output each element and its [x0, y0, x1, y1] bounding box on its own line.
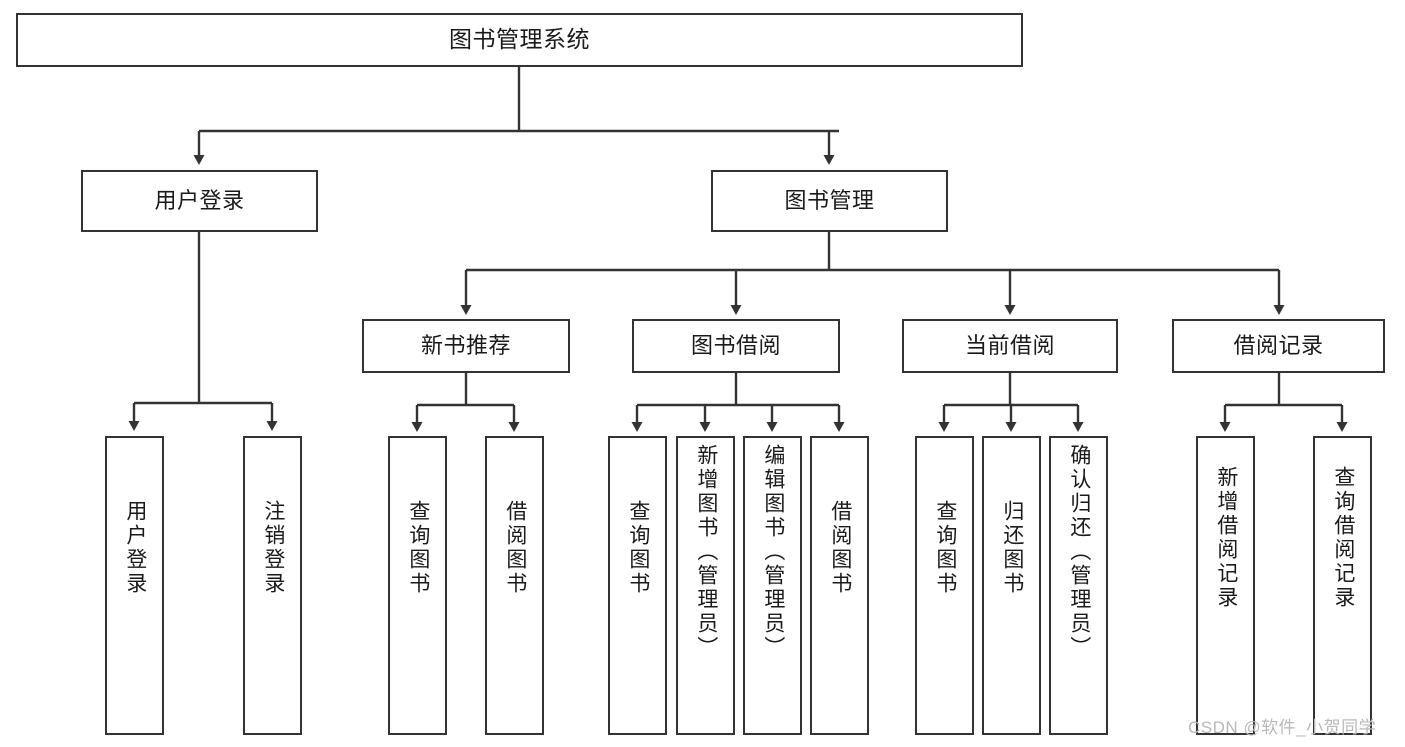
node-root-label: 图书管理系统	[449, 26, 590, 53]
node-leaf-query-book-cur[interactable]: 查询图书	[915, 436, 974, 735]
node-leaf-edit-book[interactable]: 编辑图书（管理员）	[743, 436, 802, 735]
node-leaf-edit-book-label: 编辑图书（管理员）	[761, 444, 785, 660]
node-leaf-confirm-return[interactable]: 确认归还（管理员）	[1049, 436, 1108, 735]
node-current-borrow-label: 当前借阅	[964, 332, 1055, 358]
node-user-login[interactable]: 用户登录	[81, 170, 318, 232]
node-leaf-user-logout[interactable]: 注销登录	[243, 436, 302, 735]
node-leaf-query-book-rec[interactable]: 查询图书	[388, 436, 447, 735]
node-leaf-borrow-book-rec-label: 借阅图书	[503, 500, 527, 596]
node-book-manage-label: 图书管理	[784, 187, 875, 213]
node-book-borrow-label: 图书借阅	[690, 332, 781, 358]
node-leaf-user-login[interactable]: 用户登录	[105, 436, 164, 735]
node-leaf-query-book-borrow-label: 查询图书	[626, 500, 650, 596]
node-leaf-query-book-cur-label: 查询图书	[933, 500, 957, 596]
node-leaf-query-record-label: 查询借阅记录	[1331, 466, 1355, 610]
node-leaf-confirm-return-label: 确认归还（管理员）	[1067, 444, 1091, 660]
node-leaf-add-book[interactable]: 新增图书（管理员）	[676, 436, 735, 735]
node-leaf-borrow-book[interactable]: 借阅图书	[810, 436, 869, 735]
node-leaf-return-book-label: 归还图书	[1000, 500, 1024, 596]
node-leaf-return-book[interactable]: 归还图书	[982, 436, 1041, 735]
node-book-borrow[interactable]: 图书借阅	[632, 319, 840, 373]
node-new-book-rec[interactable]: 新书推荐	[362, 319, 570, 373]
node-leaf-user-logout-label: 注销登录	[261, 500, 285, 596]
node-root[interactable]: 图书管理系统	[16, 13, 1023, 67]
node-new-book-rec-label: 新书推荐	[420, 332, 511, 358]
node-leaf-user-login-label: 用户登录	[123, 500, 147, 596]
node-leaf-query-book-borrow[interactable]: 查询图书	[608, 436, 667, 735]
node-leaf-add-record[interactable]: 新增借阅记录	[1196, 436, 1255, 735]
node-leaf-add-book-label: 新增图书（管理员）	[694, 444, 718, 660]
node-leaf-query-book-rec-label: 查询图书	[406, 500, 430, 596]
node-leaf-add-record-label: 新增借阅记录	[1214, 466, 1238, 610]
node-borrow-record[interactable]: 借阅记录	[1172, 319, 1385, 373]
node-book-manage[interactable]: 图书管理	[711, 170, 948, 232]
node-leaf-borrow-book-label: 借阅图书	[828, 500, 852, 596]
node-leaf-query-record[interactable]: 查询借阅记录	[1313, 436, 1372, 735]
node-current-borrow[interactable]: 当前借阅	[902, 319, 1118, 373]
node-user-login-label: 用户登录	[154, 187, 245, 213]
node-leaf-borrow-book-rec[interactable]: 借阅图书	[485, 436, 544, 735]
node-borrow-record-label: 借阅记录	[1233, 332, 1324, 358]
